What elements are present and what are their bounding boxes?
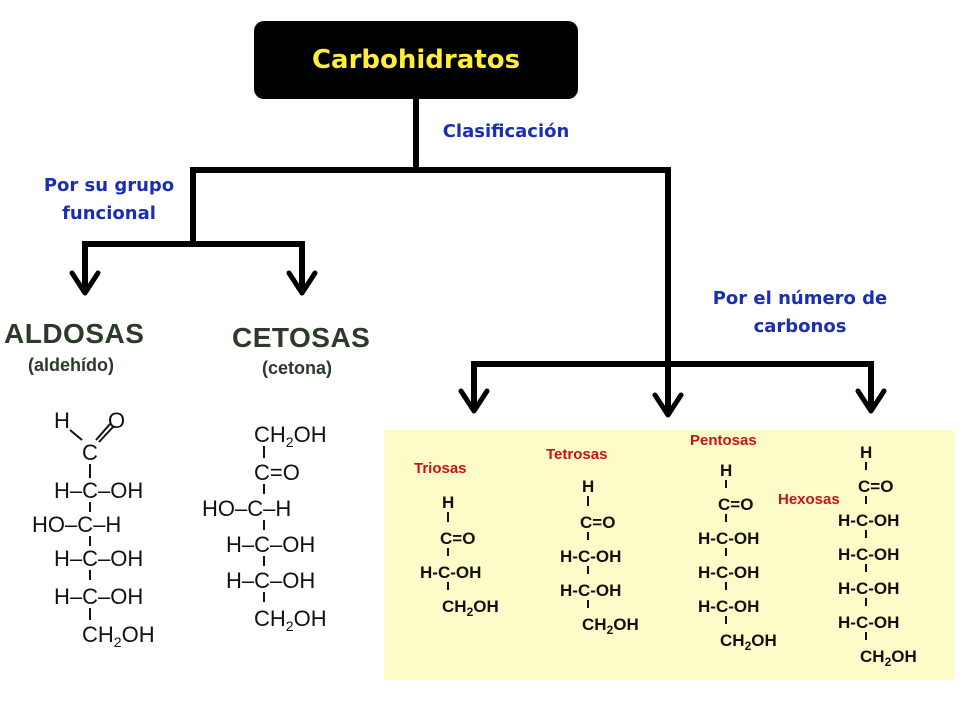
- svg-text:H–C–OH: H–C–OH: [54, 478, 143, 503]
- edge-label-by-carbons-line1: Por el número de: [712, 288, 888, 309]
- label-tetrosas: Tetrosas: [546, 446, 608, 463]
- svg-text:H: H: [860, 443, 872, 462]
- svg-text:H-C-OH: H-C-OH: [838, 545, 899, 564]
- svg-text:C=O: C=O: [580, 513, 615, 532]
- svg-text:H-C-OH: H-C-OH: [560, 547, 621, 566]
- arrow-triosas: [458, 388, 490, 414]
- tetrose-structure: H C=O H-C-OH H-C-OH CH2OH: [560, 477, 639, 637]
- svg-text:H: H: [442, 493, 454, 512]
- svg-text:CH2OH: CH2OH: [720, 631, 777, 653]
- ketose-structure: CH2OH C=O HO–C–H H–C–OH H–C–OH CH2OH: [202, 422, 327, 634]
- edge-label-by-group-line2: funcional: [62, 203, 156, 224]
- aldosas-subtitle: (aldehído): [28, 355, 114, 375]
- svg-text:H-C-OH: H-C-OH: [560, 581, 621, 600]
- svg-text:HO–C–H: HO–C–H: [32, 512, 121, 537]
- svg-text:C=O: C=O: [440, 529, 475, 548]
- triose-structure: H C=O H-C-OH CH2OH: [420, 493, 499, 619]
- edge-label-by-group-line1: Por su grupo: [43, 175, 175, 196]
- arrow-tetrosas-pentosas: [652, 392, 684, 418]
- label-pentosas: Pentosas: [690, 432, 757, 449]
- arrow-aldosas: [69, 270, 101, 296]
- svg-text:H: H: [720, 461, 732, 480]
- edge-label-by-carbons: Por el número de carbonos: [700, 285, 900, 341]
- arrow-hexosas: [855, 388, 887, 414]
- aldosas-title: ALDOSAS: [4, 318, 145, 349]
- label-triosas: Triosas: [414, 460, 467, 477]
- pentose-structure: H C=O H-C-OH H-C-OH H-C-OH CH2OH: [698, 461, 777, 653]
- cetosas-title: CETOSAS: [232, 322, 371, 353]
- edge-label-by-carbons-line2: carbonos: [753, 316, 847, 337]
- svg-text:H-C-OH: H-C-OH: [838, 579, 899, 598]
- svg-text:H-C-OH: H-C-OH: [698, 597, 759, 616]
- svg-text:CH2OH: CH2OH: [254, 422, 327, 450]
- svg-text:H–C–OH: H–C–OH: [226, 568, 315, 593]
- svg-text:H-C-OH: H-C-OH: [698, 529, 759, 548]
- svg-text:C=O: C=O: [254, 460, 300, 485]
- edge-label-by-group: Por su grupo funcional: [36, 172, 182, 228]
- svg-text:H: H: [54, 408, 70, 433]
- label-hexosas: Hexosas: [778, 491, 840, 508]
- svg-text:H–C–OH: H–C–OH: [54, 546, 143, 571]
- svg-text:CH2OH: CH2OH: [82, 622, 155, 650]
- aldose-structure: H O C H–C–OH HO–C–H H–C–OH H–C–OH CH2OH: [32, 408, 155, 650]
- carbon-number-panel: [384, 430, 954, 680]
- svg-text:H-C-OH: H-C-OH: [838, 511, 899, 530]
- arrow-cetosas: [286, 270, 318, 296]
- svg-text:CH2OH: CH2OH: [582, 615, 639, 637]
- svg-text:C=O: C=O: [718, 495, 753, 514]
- cetosas-subtitle: (cetona): [262, 358, 333, 378]
- root-node: Carbohidratos: [254, 21, 578, 99]
- root-title: Carbohidratos: [311, 45, 521, 75]
- svg-text:H-C-OH: H-C-OH: [420, 563, 481, 582]
- svg-text:H–C–OH: H–C–OH: [54, 584, 143, 609]
- svg-text:C=O: C=O: [858, 477, 893, 496]
- svg-text:H–C–OH: H–C–OH: [226, 532, 315, 557]
- edge-label-classification: Clasificación: [442, 121, 570, 142]
- svg-text:CH2OH: CH2OH: [442, 597, 499, 619]
- svg-text:H-C-OH: H-C-OH: [838, 613, 899, 632]
- svg-text:C: C: [82, 440, 98, 465]
- svg-text:CH2OH: CH2OH: [254, 606, 327, 634]
- svg-text:HO–C–H: HO–C–H: [202, 496, 291, 521]
- svg-text:CH2OH: CH2OH: [860, 647, 917, 669]
- svg-text:H: H: [582, 477, 594, 496]
- svg-text:H-C-OH: H-C-OH: [698, 563, 759, 582]
- hexose-structure: H C=O H-C-OH H-C-OH H-C-OH H-C-OH CH2OH: [838, 443, 917, 669]
